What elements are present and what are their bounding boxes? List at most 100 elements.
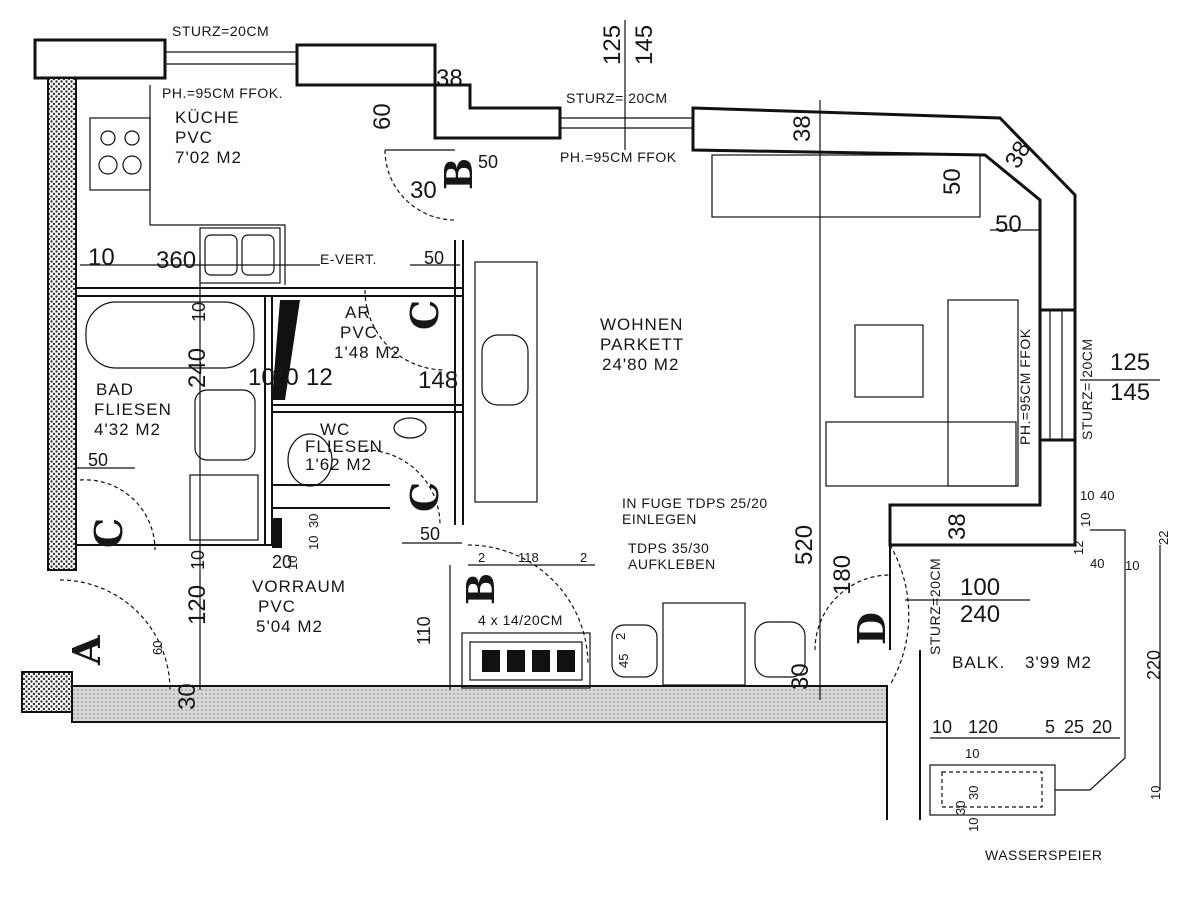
room-balkon-label: BALK. xyxy=(952,653,1005,672)
bottom-wall xyxy=(71,685,888,723)
room-bad-floor: FLIESEN xyxy=(94,400,172,419)
room-wohnen-floor: PARKETT xyxy=(600,335,684,354)
dim-text: 10 xyxy=(1078,513,1093,527)
note-e-vert: E-VERT. xyxy=(320,251,377,267)
dim-text: 125 xyxy=(599,25,626,65)
note-vent: 4 x 14/20CM xyxy=(478,612,563,628)
marker-a: A xyxy=(64,635,109,666)
dim-text: 30 xyxy=(966,786,981,800)
dim-text: 12 xyxy=(306,364,333,391)
annotations: STURZ=20CM PH.=95CM FFOK. STURZ= 20CM PH… xyxy=(162,23,1103,863)
dim-text: 38 xyxy=(944,513,971,540)
dim-text: 240 xyxy=(960,601,1000,628)
dim-text: 240 xyxy=(184,348,211,388)
room-vorraum-floor: PVC xyxy=(258,597,296,616)
room-labels: KÜCHE PVC 7'02 M2 WOHNEN PARKETT 24'80 M… xyxy=(94,108,1092,672)
marker-c-wc: C xyxy=(402,482,447,512)
dim-text: 10 xyxy=(966,818,981,832)
dim-text: 118 xyxy=(518,550,539,565)
dim-text: 5 xyxy=(1045,717,1055,737)
dim-text: 10 xyxy=(248,364,275,391)
room-wc-area: 1'62 M2 xyxy=(305,455,372,474)
marker-b-bottom: B xyxy=(458,573,503,605)
room-kueche-area: 7'02 M2 xyxy=(175,148,242,167)
room-kueche-floor: PVC xyxy=(175,128,213,147)
room-ar-floor: PVC xyxy=(340,323,378,342)
dim-text: 360 xyxy=(156,247,196,274)
room-wohnen-area: 24'80 M2 xyxy=(602,355,679,374)
dim-text: 125 xyxy=(1110,349,1150,376)
room-vorraum-name: VORRAUM xyxy=(252,577,346,596)
room-kueche-name: KÜCHE xyxy=(175,108,240,127)
room-balkon-area: 3'99 M2 xyxy=(1025,653,1092,672)
dim-text: 12 xyxy=(1071,541,1086,555)
outer-walls xyxy=(21,38,1077,820)
dim-text: 145 xyxy=(631,25,658,65)
furniture xyxy=(85,85,1126,816)
dim-text: 20 xyxy=(272,364,299,391)
dim-text: 220 xyxy=(1144,650,1164,680)
note-fuge-2: EINLEGEN xyxy=(622,511,697,527)
dim-text: 40 xyxy=(1100,488,1114,503)
dimension-texts: 38 60 125 145 38 38 50 50 50 30 10 360 5… xyxy=(88,25,1171,832)
dim-text: 2 xyxy=(580,550,587,565)
dim-text: 38 xyxy=(436,65,463,92)
note-wasserspeier: WASSERSPEIER xyxy=(985,847,1103,863)
note-sturz-balk: STURZ=20CM xyxy=(927,558,943,655)
shaft-fill xyxy=(272,300,300,400)
hatched-wall-left xyxy=(47,77,77,571)
dim-text: 20 xyxy=(1092,717,1112,737)
dim-text: 50 xyxy=(424,248,444,268)
dim-text: 10 xyxy=(188,550,208,570)
dim-text: 50 xyxy=(995,211,1022,238)
note-sturz-mid: STURZ= 20CM xyxy=(566,90,668,106)
dim-text: 10 xyxy=(1080,488,1094,503)
dim-text: 148 xyxy=(418,367,458,394)
dim-text: 60 xyxy=(369,103,396,130)
dim-text: 30 xyxy=(953,801,968,815)
note-sturz-top: STURZ=20CM xyxy=(172,23,269,39)
dim-text: 10 xyxy=(306,536,321,550)
dim-text: 20 xyxy=(272,552,292,572)
note-ph-top: PH.=95CM FFOK. xyxy=(162,85,283,101)
note-fuge-1: IN FUGE TDPS 25/20 xyxy=(622,495,768,511)
dim-text: 520 xyxy=(791,525,818,565)
note-tdps-1: TDPS 35/30 xyxy=(628,540,709,556)
dim-text: 145 xyxy=(1110,379,1150,406)
dim-text: 22 xyxy=(1156,531,1171,545)
dim-text: 30 xyxy=(787,663,814,690)
room-bad-name: BAD xyxy=(96,380,134,399)
dim-text: 50 xyxy=(88,450,108,470)
dim-text: 30 xyxy=(174,683,201,710)
section-markers: A B B C C C D xyxy=(64,158,894,666)
note-tdps-2: AUFKLEBEN xyxy=(628,556,716,572)
dim-text: 100 xyxy=(960,574,1000,601)
dim-text: 2 xyxy=(478,550,485,565)
dim-text: 10 xyxy=(965,746,979,761)
windows xyxy=(165,51,1063,440)
note-sturz-right: STURZ= 20CM xyxy=(1079,338,1095,440)
room-wc-floor: FLIESEN xyxy=(305,437,383,456)
dim-text: 120 xyxy=(968,717,998,737)
room-wohnen-name: WOHNEN xyxy=(600,315,683,334)
dimension-lines xyxy=(75,20,1161,790)
interior-walls xyxy=(76,240,464,548)
dim-text: 180 xyxy=(829,555,856,595)
dim-text: 30 xyxy=(306,514,321,528)
doors xyxy=(59,149,910,691)
dim-text: 10 xyxy=(932,717,952,737)
marker-c-ar: C xyxy=(402,300,447,330)
dim-text: 120 xyxy=(184,585,211,625)
dim-text: 10 xyxy=(88,244,115,271)
room-vorraum-area: 5'04 M2 xyxy=(256,617,323,636)
dim-text: 10 xyxy=(1148,786,1163,800)
hatched-wall-corner xyxy=(21,671,73,713)
dim-text: 45 xyxy=(616,654,631,668)
dim-text: 110 xyxy=(414,616,434,645)
marker-b-top: B xyxy=(436,158,481,190)
dim-text: 30 xyxy=(410,177,437,204)
marker-c-bad: C xyxy=(86,518,131,548)
dim-text: 38 xyxy=(789,115,816,142)
note-ph-right: PH.=95CM FFOK xyxy=(1017,328,1033,445)
